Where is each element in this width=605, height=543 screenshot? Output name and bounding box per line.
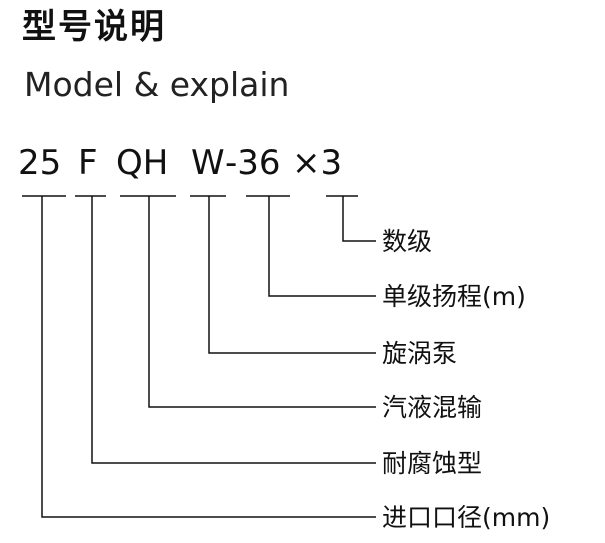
code-part-type: F: [78, 143, 98, 183]
connector-head: [268, 196, 376, 297]
label-head: 单级扬程(m): [382, 282, 526, 311]
connector-pump: [208, 196, 376, 354]
code-part-head: -36: [225, 143, 281, 183]
label-stages: 数级: [382, 227, 432, 256]
code-part-stages: ×3: [292, 143, 342, 183]
connector-gas-liquid: [148, 196, 376, 408]
title-english: Model & explain: [24, 65, 290, 104]
label-gas-liquid: 汽液混输: [382, 393, 482, 422]
label-size: 进口口径(mm): [382, 503, 550, 532]
connector-stages: [342, 196, 376, 242]
title-chinese: 型号说明: [22, 7, 166, 47]
code-part-pump: W: [191, 143, 225, 183]
label-type: 耐腐蚀型: [382, 449, 482, 478]
connector-type: [91, 196, 376, 464]
label-pump: 旋涡泵: [382, 339, 457, 368]
code-part-gas-liquid: QH: [116, 143, 168, 183]
connector-size: [41, 196, 376, 518]
code-part-size: 25: [18, 143, 61, 183]
